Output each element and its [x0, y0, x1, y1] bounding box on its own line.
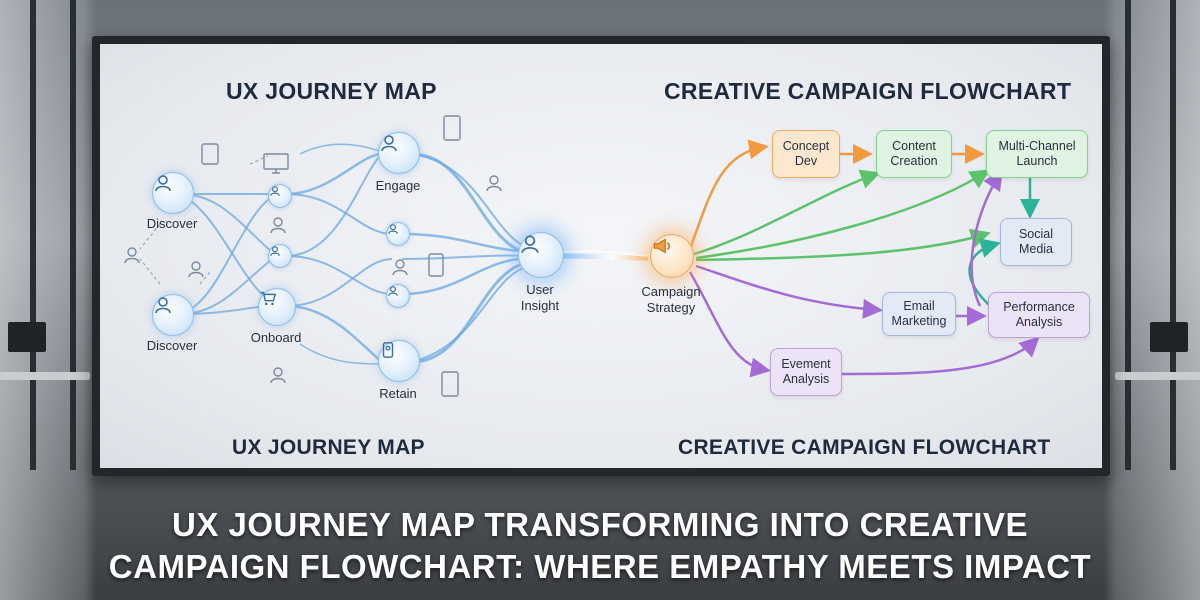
content-creation-box: Content Creation [876, 130, 952, 178]
concept-dev-box: Concept Dev [772, 130, 840, 178]
board-screen: UX JOURNEY MAP CREATIVE CAMPAIGN FLOWCHA… [100, 44, 1102, 468]
touchpoint-node-4 [386, 284, 410, 308]
caption-line-2: CAMPAIGN FLOWCHART: WHERE EMPATHY MEETS … [0, 548, 1200, 586]
touchpoint-node-1 [268, 184, 292, 208]
discover-node-2 [152, 294, 194, 336]
caption-line-1: UX JOURNEY MAP TRANSFORMING INTO CREATIV… [0, 506, 1200, 544]
touchpoint-node-2 [268, 244, 292, 268]
discover-node-1 [152, 172, 194, 214]
social-media-label: Social Media [1019, 227, 1053, 257]
concept-dev-label: Concept Dev [783, 139, 830, 169]
user-insight-node [518, 232, 564, 278]
retain-node [378, 340, 420, 382]
engage-label: Engage [376, 178, 421, 193]
user-insight-label: User Insight [521, 282, 559, 314]
desk-right [1115, 372, 1200, 380]
campaign-strategy-node [650, 234, 694, 278]
window-frame-left [70, 0, 76, 470]
email-marketing-box: Email Marketing [882, 292, 956, 336]
user-icon [519, 233, 541, 255]
window-frame-right [1125, 0, 1131, 470]
retain-label: Retain [379, 386, 417, 401]
window-frame-left-2 [30, 0, 36, 470]
connection-lines [100, 44, 1102, 468]
engage-node [378, 132, 420, 174]
social-media-box: Social Media [1000, 218, 1072, 266]
performance-analysis-label: Performance Analysis [1003, 300, 1075, 330]
left-title-top: UX JOURNEY MAP [226, 78, 437, 105]
performance-analysis-box: Performance Analysis [988, 292, 1090, 338]
email-marketing-label: Email Marketing [892, 299, 947, 329]
right-title-bottom: CREATIVE CAMPAIGN FLOWCHART [678, 436, 1050, 460]
megaphone-icon [651, 235, 673, 257]
display-board: UX JOURNEY MAP CREATIVE CAMPAIGN FLOWCHA… [92, 36, 1110, 476]
user-icon [387, 223, 399, 235]
user-icon [379, 133, 399, 153]
user-icon [387, 285, 399, 297]
user-icon [153, 173, 173, 193]
user-icon [153, 295, 173, 315]
monitor-left [8, 322, 46, 352]
monitor-right [1150, 322, 1188, 352]
multi-channel-launch-label: Multi-Channel Launch [998, 139, 1075, 169]
touchpoint-node-3 [386, 222, 410, 246]
evement-analysis-label: Evement Analysis [781, 357, 830, 387]
onboard-node [258, 288, 296, 326]
discover-label-1: Discover [147, 216, 198, 231]
tablet-icon [379, 341, 397, 359]
user-icon [269, 185, 281, 197]
desk-left [0, 372, 90, 380]
evement-analysis-box: Evement Analysis [770, 348, 842, 396]
window-frame-right-2 [1170, 0, 1176, 470]
left-title-bottom: UX JOURNEY MAP [232, 436, 425, 460]
content-creation-label: Content Creation [890, 139, 937, 169]
cart-icon [259, 289, 277, 307]
multi-channel-launch-box: Multi-Channel Launch [986, 130, 1088, 178]
user-icon [269, 245, 281, 257]
onboard-label: Onboard [251, 330, 302, 345]
campaign-strategy-label: Campaign Strategy [641, 284, 700, 316]
discover-label-2: Discover [147, 338, 198, 353]
right-title-top: CREATIVE CAMPAIGN FLOWCHART [664, 78, 1071, 105]
